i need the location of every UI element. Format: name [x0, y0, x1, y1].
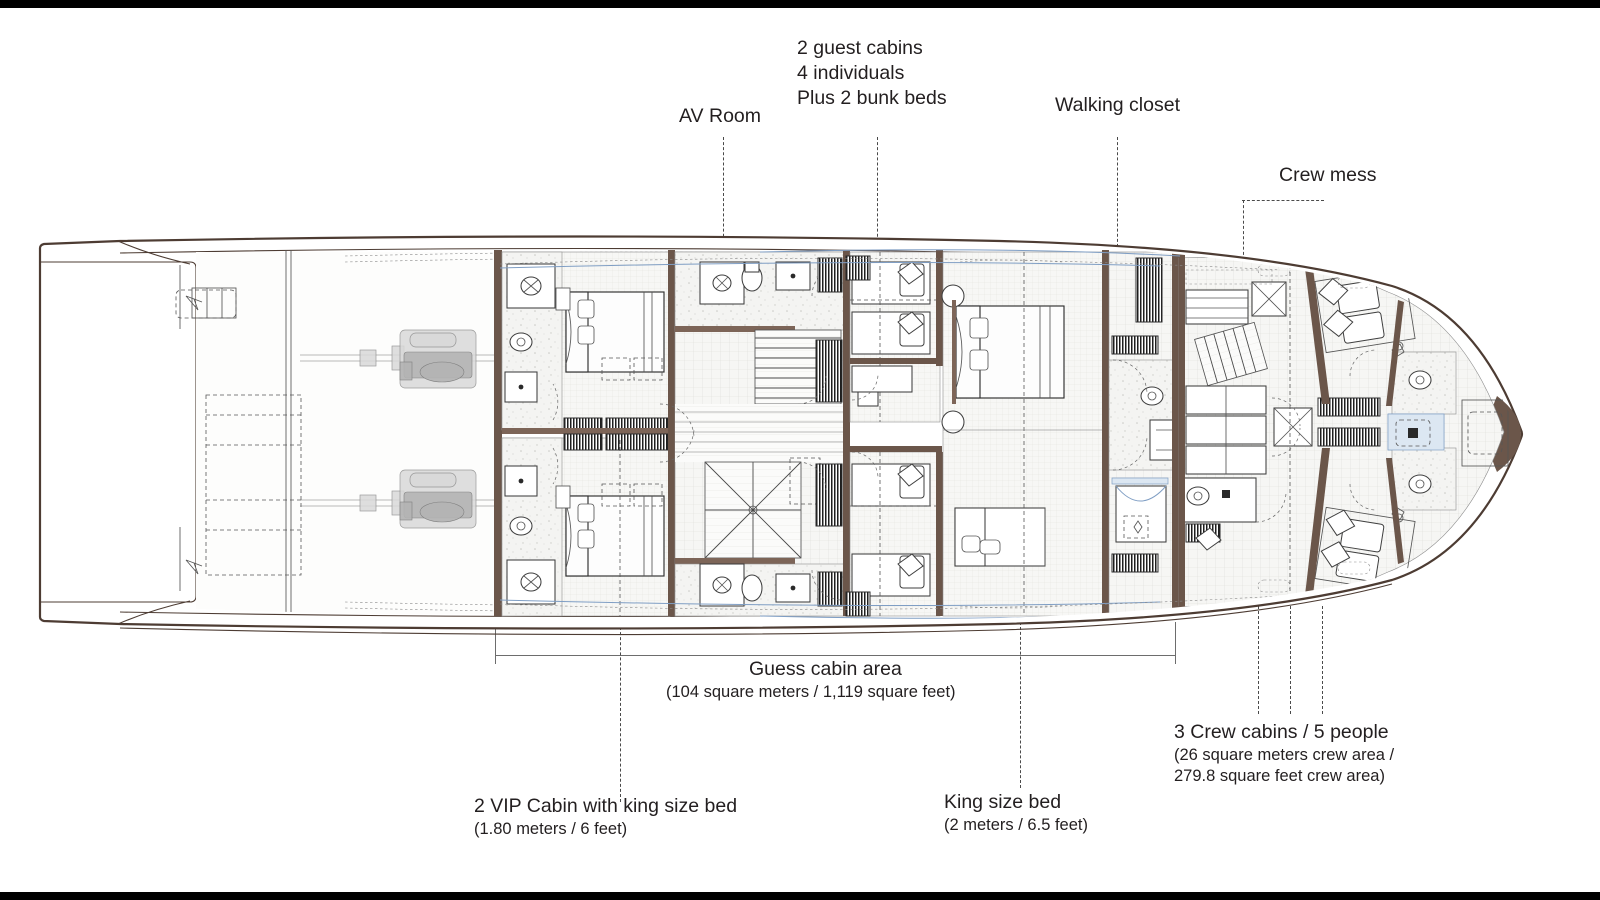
label-walking-closet: Walking closet	[1055, 94, 1180, 116]
leader-crew-cabins-b	[1290, 606, 1291, 714]
spiral-staircase	[704, 461, 802, 559]
av-room-and-lobby	[659, 251, 846, 617]
leader-walking-closet	[1117, 137, 1118, 252]
crew-mess	[1181, 269, 1287, 551]
label-crew-cabins-title: 3 Crew cabins / 5 people	[1174, 721, 1389, 743]
dim-tick-left	[495, 622, 496, 664]
crew-cabin-upper	[1314, 266, 1416, 377]
bulkhead-av	[843, 250, 850, 616]
bulkhead-master	[1102, 250, 1109, 616]
leader-crew-cabins-a	[1258, 606, 1259, 714]
engine-starboard	[399, 469, 477, 529]
guest-cabin-upper	[845, 251, 941, 423]
crew-head-lower	[1387, 413, 1457, 523]
label-guest-cabin-area-detail: (104 square meters / 1,119 square feet)	[666, 683, 956, 701]
master-cabin	[941, 251, 1106, 617]
vip-cabin-port	[501, 251, 671, 435]
label-av-room: AV Room	[679, 105, 761, 127]
leader-crew-mess-vertical	[1243, 200, 1244, 260]
bulkhead-crew	[1172, 250, 1179, 616]
label-king-size-bed-title: King size bed	[944, 791, 1062, 813]
walking-closet-and-head	[1108, 251, 1181, 617]
bulkhead-vip	[668, 250, 675, 616]
label-guest-cabins: 2 guest cabins 4 individuals Plus 2 bunk…	[797, 37, 947, 109]
bulkhead-guest-lower	[936, 452, 943, 616]
leader-av-room	[723, 137, 724, 252]
leader-crew-cabins-c	[1322, 606, 1323, 714]
sheer-lines	[499, 249, 1181, 619]
label-vip-cabin-detail: (1.80 meters / 6 feet)	[474, 820, 628, 838]
leader-guest-cabins	[877, 137, 878, 252]
guest-cabin-lower	[845, 447, 941, 617]
label-guest-cabin-area-title: Guess cabin area	[749, 658, 902, 680]
leader-crew-mess-horizontal	[1242, 200, 1324, 201]
dimension-line-guest-area	[495, 655, 1176, 656]
leader-vip-cabin	[620, 622, 621, 802]
hull-dotted-sheer	[499, 257, 1281, 610]
engine-room	[175, 250, 761, 616]
bulkhead-engine-room	[494, 250, 502, 616]
label-vip-cabin-title: 2 VIP Cabin with king size bed	[474, 795, 738, 817]
dim-tick-right	[1175, 622, 1176, 664]
label-crew-mess: Crew mess	[1279, 164, 1377, 186]
leader-king-size-bed	[1020, 622, 1021, 788]
label-crew-cabins-detail: (26 square meters crew area / 279.8 squa…	[1174, 746, 1395, 785]
engine-port	[399, 329, 477, 389]
crew-stairs	[1194, 321, 1268, 387]
bulkhead-guest-upper	[936, 250, 943, 366]
vip-cabin-starboard	[501, 433, 671, 617]
crew-area	[1178, 252, 1509, 608]
label-king-size-bed-detail: (2 meters / 6.5 feet)	[944, 816, 1088, 834]
